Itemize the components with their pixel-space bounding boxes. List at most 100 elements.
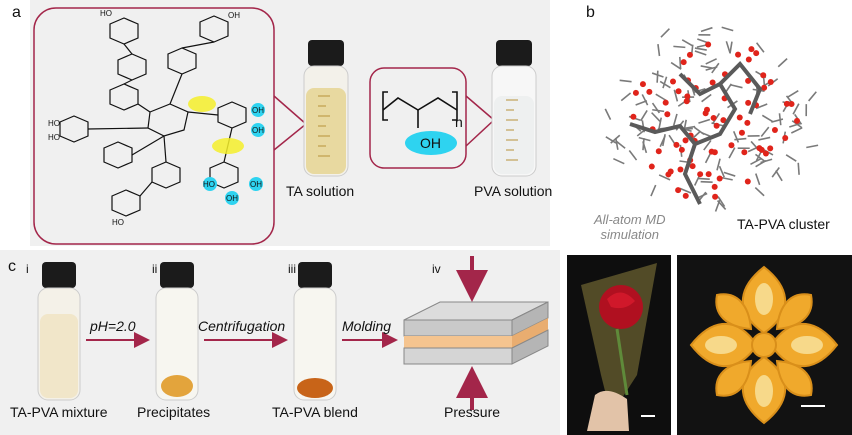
rose-photo xyxy=(567,255,671,435)
md-oxygen-atom xyxy=(630,113,637,120)
md-oxygen-atom xyxy=(788,100,795,107)
md-oxygen-atom xyxy=(682,137,689,144)
step-caption-pressure: Pressure xyxy=(444,404,501,420)
md-bond xyxy=(791,120,803,129)
md-oxygen-atom xyxy=(683,98,690,105)
md-oxygen-atom xyxy=(648,163,655,170)
pva-subscript-n: n xyxy=(455,114,463,130)
md-bond xyxy=(613,157,625,165)
md-label-line1: All-atom MD xyxy=(594,212,666,227)
md-oxygen-atom xyxy=(712,193,719,200)
step-roman-iv: iv xyxy=(432,262,441,276)
md-bond xyxy=(679,187,692,194)
md-oxygen-atom xyxy=(783,100,790,107)
md-bond xyxy=(638,136,651,142)
md-bond xyxy=(714,199,721,212)
md-oxygen-atom xyxy=(680,59,687,66)
md-bond xyxy=(806,144,819,149)
md-bond xyxy=(652,108,665,113)
md-oxygen-atom xyxy=(662,99,669,106)
svg-text:OH: OH xyxy=(226,194,238,203)
md-oxygen-atom xyxy=(753,50,760,57)
md-bond xyxy=(657,44,661,57)
arrow-label-centrifugation: Centrifugation xyxy=(198,318,286,334)
md-bond xyxy=(673,89,679,102)
md-bond xyxy=(628,150,638,161)
mold-press xyxy=(403,256,549,410)
md-oxygen-atom xyxy=(697,171,704,178)
pva-hydroxyl-highlight xyxy=(405,131,457,155)
md-bond xyxy=(605,136,617,144)
md-oxygen-atom xyxy=(646,88,653,95)
md-oxygen-atom xyxy=(665,171,672,178)
md-oxygen-atom xyxy=(771,127,778,134)
md-bond xyxy=(725,41,731,54)
step-caption-mixture: TA-PVA mixture xyxy=(10,404,108,420)
md-bond xyxy=(651,112,661,122)
md-bond xyxy=(755,103,768,110)
md-oxygen-atom xyxy=(744,119,751,126)
md-bond xyxy=(642,141,648,154)
md-oxygen-atom xyxy=(632,89,639,96)
md-bond xyxy=(691,130,701,140)
md-oxygen-atom xyxy=(664,111,671,118)
md-bond xyxy=(787,89,799,98)
md-bond xyxy=(785,154,797,162)
md-bond xyxy=(656,70,659,83)
ester-highlight xyxy=(188,96,216,112)
md-bond xyxy=(651,102,661,114)
md-oxygen-atom xyxy=(767,145,774,152)
md-oxygen-atom xyxy=(728,142,735,149)
md-bond xyxy=(698,118,711,124)
panel-b-background xyxy=(560,0,852,246)
ta-solution-caption: TA solution xyxy=(286,183,355,199)
md-bond xyxy=(659,135,666,148)
md-bond xyxy=(718,165,725,178)
md-bond xyxy=(716,158,721,171)
mixture-vial xyxy=(37,262,81,401)
md-oxygen-atom xyxy=(705,171,712,178)
md-oxygen-atom xyxy=(738,129,745,136)
pva-vial xyxy=(491,40,537,177)
md-oxygen-atom xyxy=(655,148,662,155)
arrow-label-molding: Molding xyxy=(342,318,392,334)
md-bond xyxy=(754,186,765,197)
pva-repeat-unit xyxy=(382,91,458,128)
md-oxygen-atom xyxy=(735,51,742,58)
hydroxyl-highlight xyxy=(225,191,239,205)
svg-text:OH: OH xyxy=(228,11,240,20)
hydroxyl-highlight xyxy=(203,177,217,191)
md-oxygen-atom xyxy=(675,88,682,95)
md-oxygen-atom xyxy=(705,41,712,48)
step-roman-i: i xyxy=(26,262,29,276)
md-oxygen-atom xyxy=(673,141,680,148)
panel-label-a: a xyxy=(12,4,21,21)
md-cluster-render xyxy=(604,26,819,212)
md-bond xyxy=(651,72,664,78)
svg-text:HO: HO xyxy=(100,9,112,18)
md-oxygen-atom xyxy=(669,78,676,85)
md-oxygen-atom xyxy=(678,146,685,153)
md-oxygen-atom xyxy=(736,114,743,121)
md-bond xyxy=(717,196,726,208)
svg-text:OH: OH xyxy=(252,126,264,135)
md-bond xyxy=(635,100,648,106)
md-bond xyxy=(797,162,800,175)
md-oxygen-atom xyxy=(708,148,715,155)
md-bond xyxy=(723,171,736,177)
md-bond xyxy=(775,170,783,182)
ta-pva-cluster-caption: TA-PVA cluster xyxy=(737,216,830,232)
md-bond xyxy=(792,103,800,115)
md-bond xyxy=(604,108,612,121)
md-oxygen-atom xyxy=(745,77,752,84)
md-bond xyxy=(619,79,632,83)
ta-vial xyxy=(303,40,349,177)
md-bond xyxy=(701,93,712,103)
md-bond xyxy=(660,28,670,38)
md-bond xyxy=(728,147,736,159)
md-bond xyxy=(705,58,717,65)
md-oxygen-atom xyxy=(686,51,693,58)
pva-hydroxyl-label: OH xyxy=(420,135,441,151)
md-bond xyxy=(614,137,619,150)
hydroxyl-highlight xyxy=(251,103,265,117)
